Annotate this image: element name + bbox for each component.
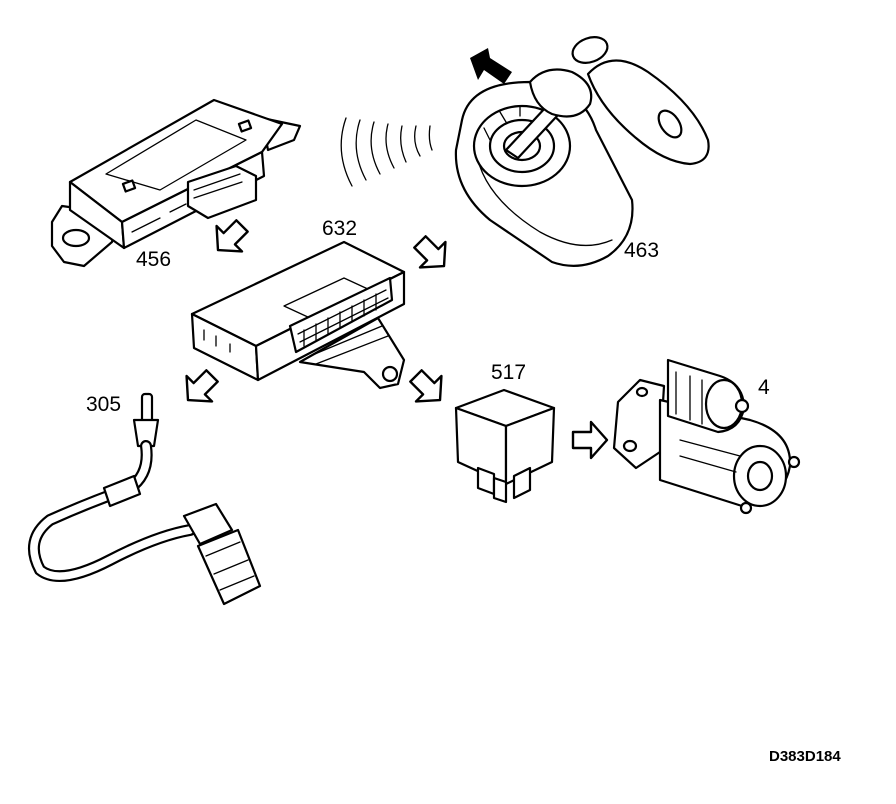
radio-signal-icon [340,117,433,187]
control-module-632 [190,240,406,390]
label-517: 517 [491,361,527,384]
arrow-517-to-4 [571,420,609,460]
label-456: 456 [136,248,172,271]
starter-motor-4 [612,358,801,515]
figure-code: D383D184 [769,748,841,765]
label-305: 305 [86,393,122,416]
ignition-switch-463 [454,36,710,267]
arrow-632-to-517 [409,369,443,403]
label-632: 632 [322,217,358,240]
starter-relay-517 [454,388,556,504]
arrow-456-to-632 [215,219,249,253]
label-4: 4 [758,376,770,399]
label-463: 463 [624,239,660,262]
receiver-module-456 [50,98,302,268]
arrow-632-to-305 [185,369,219,403]
temperature-sensor-305 [27,392,262,606]
arrow-463-to-632 [413,235,447,269]
